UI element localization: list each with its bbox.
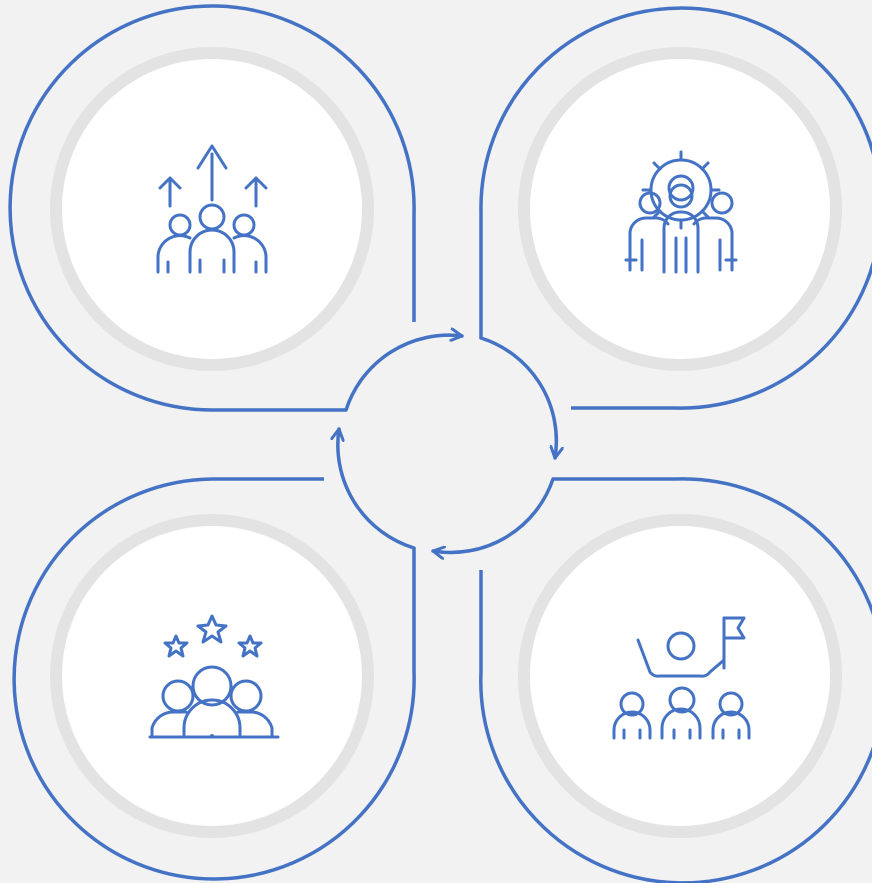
quadrant-bottom-left-disc [62,526,362,826]
quadrant-bottom-left [12,477,416,881]
team-gear-icon [624,150,738,274]
team-stars-icon-dot [210,734,214,738]
quadrant-top-right-disc [530,59,830,359]
quadrant-top-right-outline [479,6,872,410]
quadrant-top-left-outline [8,4,416,412]
quadrant-bottom-right-outline [479,477,872,883]
quadrant-bottom-right [479,477,872,883]
center-cycle [338,335,557,552]
quadrant-top-left [8,4,416,412]
quadrant-top-right [479,6,872,410]
quadrant-bottom-left-outline [12,477,416,881]
leader-flag-icon [612,616,751,740]
cycle-arrow-left [338,427,416,550]
team-growth-arrows-icon [156,144,268,274]
cycle-arrow-right [479,336,556,460]
cycle-arrow-top [344,335,464,412]
team-stars-icon [148,614,280,739]
cycle-arrow-bottom [431,477,555,552]
quadrant-top-left-disc [62,59,362,359]
